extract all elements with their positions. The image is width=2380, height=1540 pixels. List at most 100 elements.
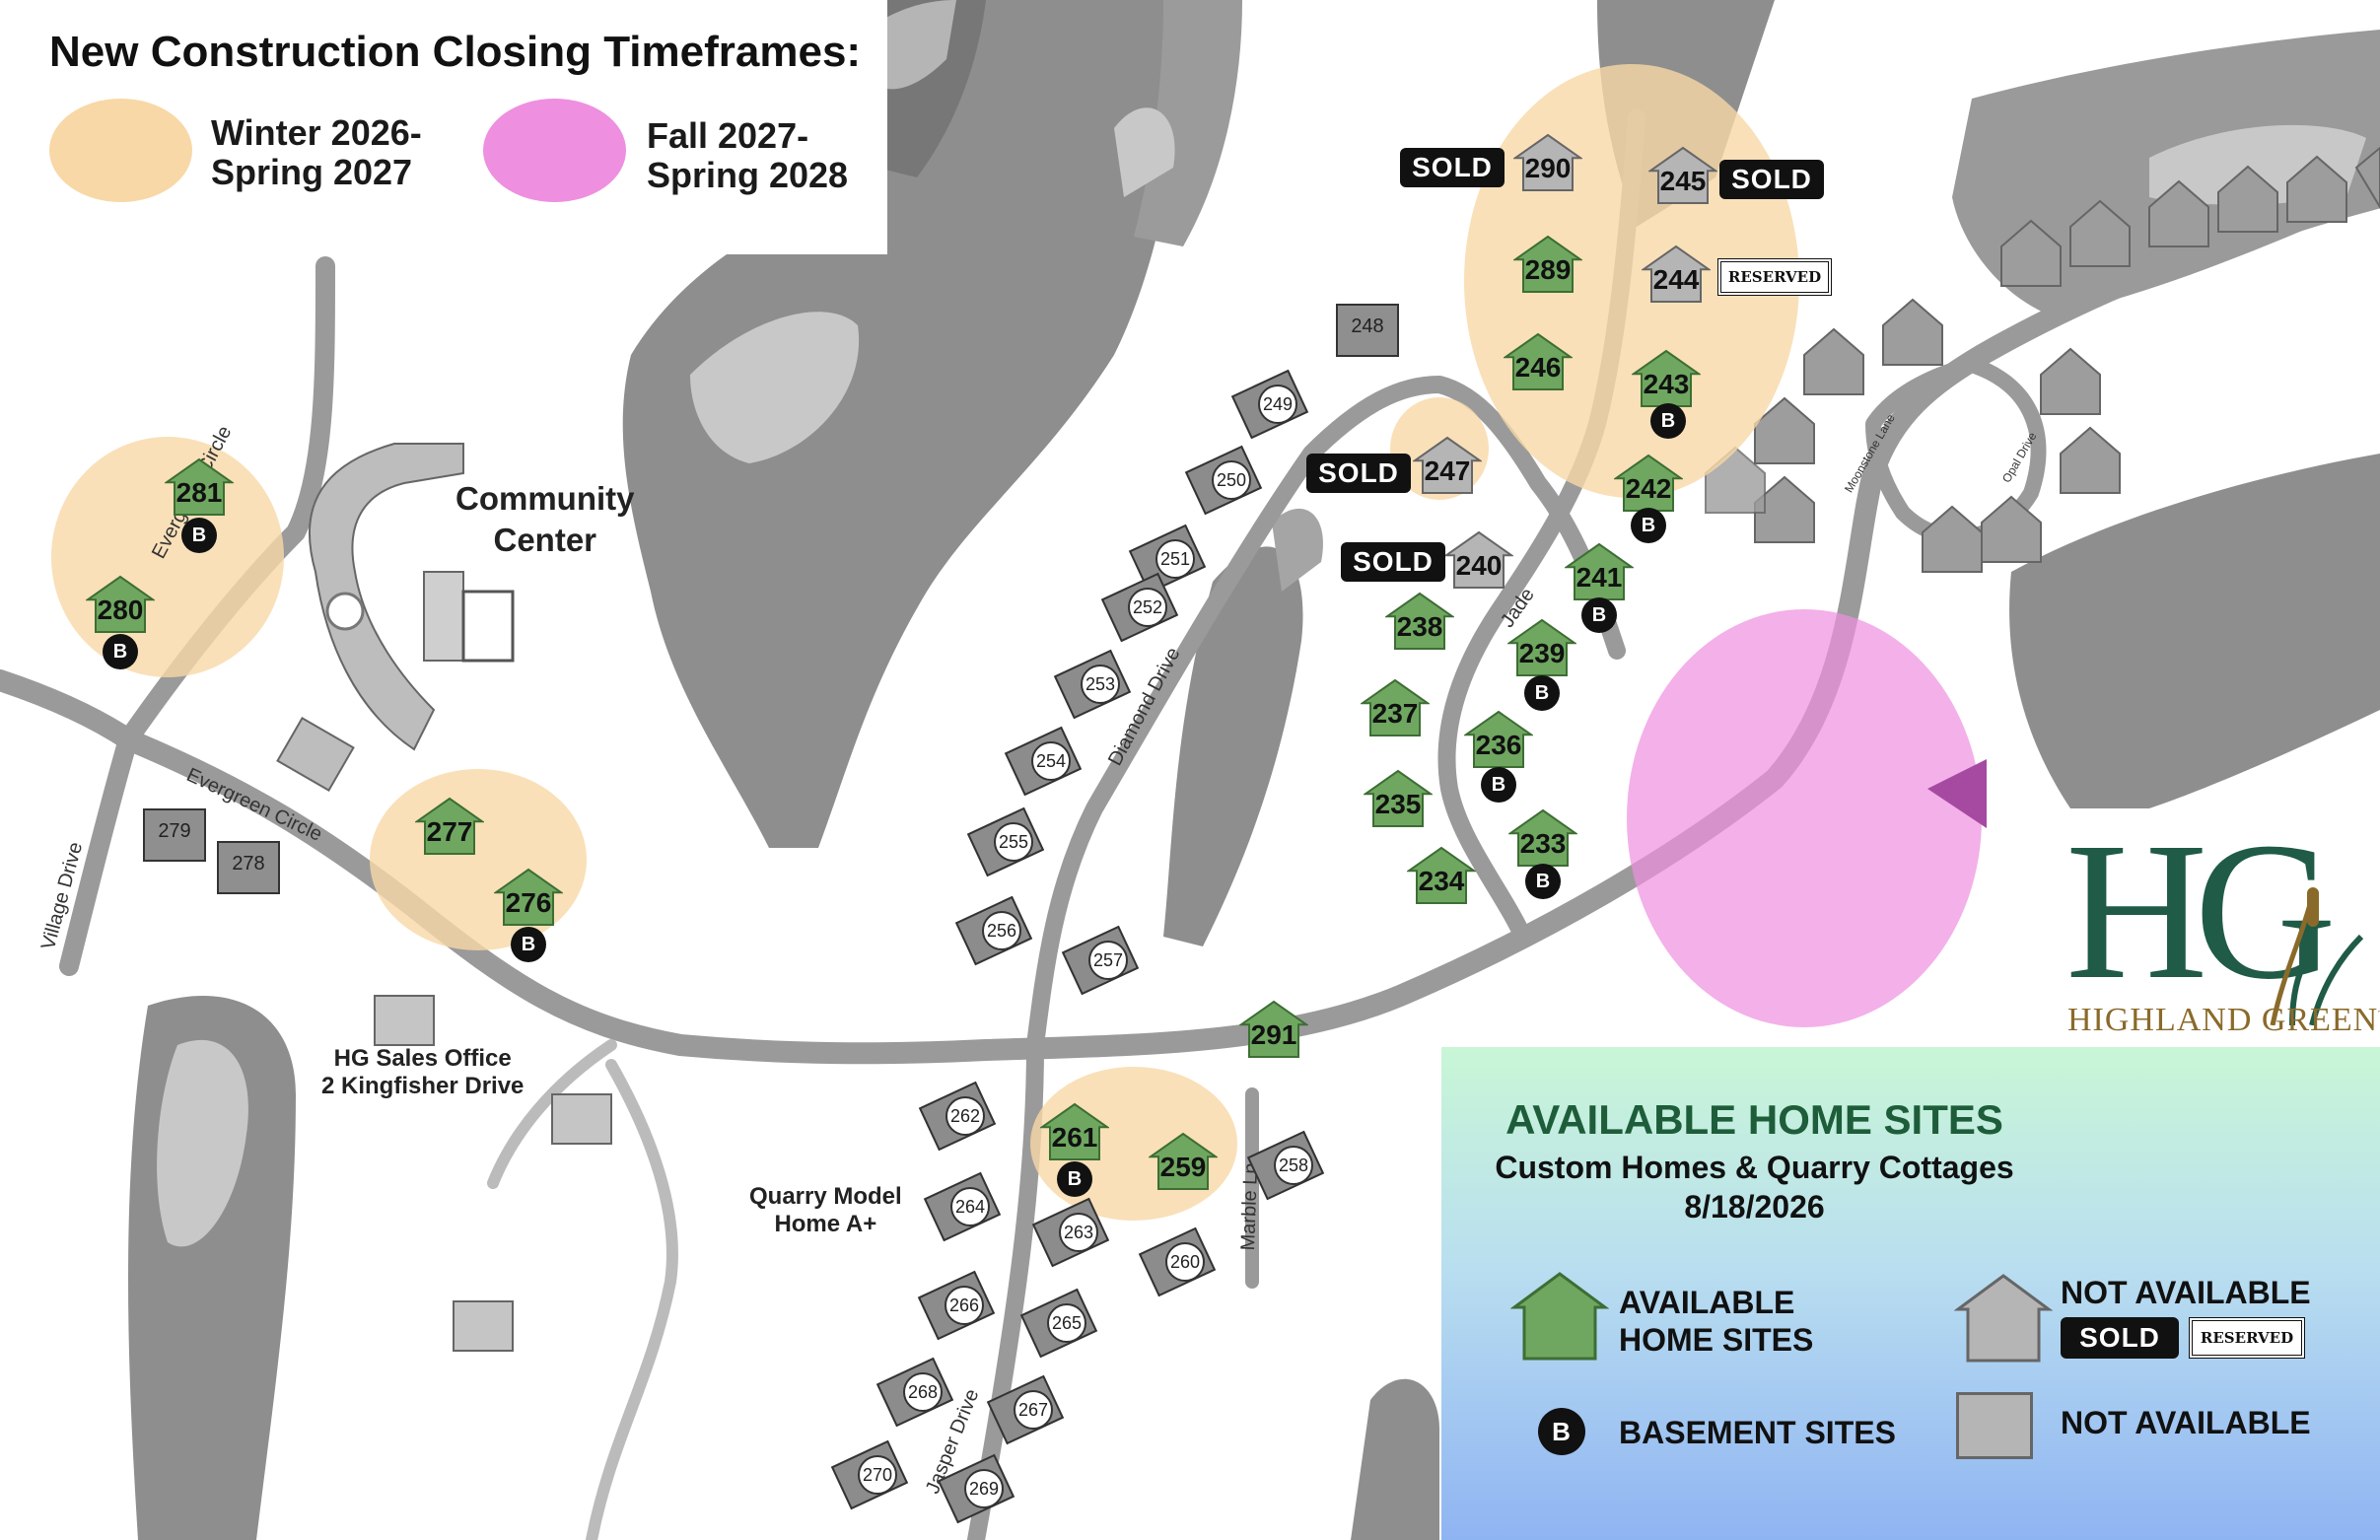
lot-247[interactable]: 247 bbox=[1413, 436, 1482, 495]
available-house-icon bbox=[1513, 235, 1582, 293]
lot-235[interactable]: 235 bbox=[1364, 769, 1433, 828]
lot-250[interactable]: 250 bbox=[1184, 445, 1267, 516]
available-house-icon bbox=[1149, 1132, 1218, 1190]
available-house-icon bbox=[1040, 1102, 1109, 1160]
basement-letter: B bbox=[1641, 515, 1656, 536]
lot-261[interactable]: 261 bbox=[1040, 1102, 1109, 1161]
lot-241[interactable]: 241 bbox=[1565, 542, 1634, 601]
lot-279[interactable]: 279 bbox=[143, 808, 206, 862]
sold-badge-290: SOLD bbox=[1400, 148, 1505, 187]
lot-number-circle: 266 bbox=[945, 1286, 984, 1325]
lot-number: 245 bbox=[1659, 166, 1707, 197]
lot-277[interactable]: 277 bbox=[415, 797, 484, 856]
legend-basement-label: BASEMENT SITES bbox=[1619, 1415, 1896, 1450]
lot-number-circle: 263 bbox=[1059, 1213, 1098, 1252]
lot-248[interactable]: 248 bbox=[1336, 304, 1399, 357]
sold-badge-247: SOLD bbox=[1306, 454, 1411, 493]
lot-239[interactable]: 239 bbox=[1507, 618, 1576, 677]
lot-270[interactable]: 270 bbox=[830, 1439, 913, 1510]
fall-2027-zone bbox=[1627, 609, 1982, 1027]
lot-number: 261 bbox=[1051, 1122, 1098, 1154]
lot-258[interactable]: 258 bbox=[1246, 1130, 1329, 1201]
available-house-icon bbox=[1364, 769, 1433, 827]
lot-number-circle: 256 bbox=[982, 911, 1021, 950]
lot-256[interactable]: 256 bbox=[954, 895, 1037, 966]
lot-number: 259 bbox=[1159, 1152, 1207, 1183]
lot-234[interactable]: 234 bbox=[1407, 846, 1476, 905]
lot-number: 281 bbox=[175, 477, 223, 509]
available-house-icon bbox=[1632, 349, 1701, 407]
sold-text: SOLD bbox=[1318, 457, 1399, 488]
lot-244[interactable]: 244 bbox=[1642, 245, 1711, 304]
lot-number-circle: 255 bbox=[994, 822, 1033, 862]
lot-242[interactable]: 242 bbox=[1614, 454, 1683, 513]
basement-letter: B bbox=[1534, 682, 1550, 704]
lot-280[interactable]: 280 bbox=[86, 575, 155, 634]
lot-290[interactable]: 290 bbox=[1513, 133, 1582, 192]
available-house-icon bbox=[1385, 592, 1454, 650]
lot-number: 235 bbox=[1374, 789, 1422, 820]
lot-257[interactable]: 257 bbox=[1061, 925, 1144, 996]
lot-267[interactable]: 267 bbox=[986, 1374, 1069, 1445]
lot-number-circle: 269 bbox=[964, 1469, 1004, 1508]
lot-266[interactable]: 266 bbox=[917, 1270, 1000, 1341]
lot-243[interactable]: 243 bbox=[1632, 349, 1701, 408]
lot-264[interactable]: 264 bbox=[923, 1171, 1006, 1242]
lot-278[interactable]: 278 bbox=[217, 841, 280, 894]
lot-233[interactable]: 233 bbox=[1508, 808, 1577, 868]
lot-260[interactable]: 260 bbox=[1138, 1226, 1221, 1297]
lot-249[interactable]: 249 bbox=[1230, 369, 1313, 440]
lot-252[interactable]: 252 bbox=[1100, 572, 1183, 643]
lot-265[interactable]: 265 bbox=[1019, 1288, 1102, 1359]
lot-236[interactable]: 236 bbox=[1464, 710, 1533, 769]
basement-badge-280: B bbox=[103, 634, 138, 669]
lot-253[interactable]: 253 bbox=[1053, 649, 1136, 720]
lot-240[interactable]: 240 bbox=[1444, 530, 1513, 590]
lot-262[interactable]: 262 bbox=[918, 1081, 1001, 1152]
lot-number: 240 bbox=[1455, 550, 1503, 582]
basement-badge-276: B bbox=[511, 927, 546, 962]
basement-letter: B bbox=[1660, 410, 1676, 432]
lot-291[interactable]: 291 bbox=[1239, 1000, 1308, 1059]
lot-number: 234 bbox=[1418, 866, 1465, 897]
lot-246[interactable]: 246 bbox=[1504, 332, 1573, 391]
basement-letter: B bbox=[521, 934, 536, 955]
lot-number-circle: 252 bbox=[1128, 588, 1167, 627]
lot-number: 236 bbox=[1475, 730, 1522, 761]
not-available-house-icon bbox=[1648, 146, 1717, 204]
lot-number: 280 bbox=[97, 595, 144, 626]
lot-number-circle: 260 bbox=[1165, 1242, 1205, 1282]
lot-255[interactable]: 255 bbox=[966, 806, 1049, 877]
lot-number-circle: 254 bbox=[1031, 741, 1071, 781]
legend-not-available-label-2: NOT AVAILABLE bbox=[2061, 1405, 2311, 1440]
lot-number: 247 bbox=[1424, 455, 1471, 487]
lot-number: 237 bbox=[1371, 698, 1419, 730]
lot-237[interactable]: 237 bbox=[1361, 678, 1430, 737]
legend-title: New Construction Closing Timeframes: bbox=[49, 28, 862, 76]
available-house-icon bbox=[1565, 542, 1634, 600]
lot-251[interactable]: 251 bbox=[1128, 524, 1211, 595]
lot-263[interactable]: 263 bbox=[1031, 1197, 1114, 1268]
lot-289[interactable]: 289 bbox=[1513, 235, 1582, 294]
reserved-badge-244: RESERVED bbox=[1717, 258, 1832, 296]
model-home-label: Quarry Model Home A+ bbox=[749, 1183, 902, 1237]
lot-245[interactable]: 245 bbox=[1648, 146, 1717, 205]
lot-259[interactable]: 259 bbox=[1149, 1132, 1218, 1191]
sold-text: SOLD bbox=[1731, 164, 1812, 194]
basement-badge-241: B bbox=[1581, 597, 1617, 633]
lot-281[interactable]: 281 bbox=[165, 457, 234, 517]
panel-subtitle: Custom Homes & Quarry Cottages bbox=[1495, 1150, 2014, 1185]
lot-268[interactable]: 268 bbox=[875, 1357, 958, 1428]
lot-238[interactable]: 238 bbox=[1385, 592, 1454, 651]
basement-badge-239: B bbox=[1524, 675, 1560, 711]
sold-text: SOLD bbox=[1353, 546, 1434, 577]
available-house-icon bbox=[1614, 454, 1683, 512]
lot-276[interactable]: 276 bbox=[494, 868, 563, 927]
lot-269[interactable]: 269 bbox=[937, 1453, 1019, 1524]
winter-2026-swatch bbox=[49, 99, 192, 202]
sales-office-label: HG Sales Office 2 Kingfisher Drive bbox=[321, 1045, 525, 1099]
community-center-label: Community Center bbox=[455, 480, 635, 558]
sold-badge-240: SOLD bbox=[1341, 542, 1445, 582]
lot-254[interactable]: 254 bbox=[1004, 726, 1086, 797]
lot-number: 246 bbox=[1514, 352, 1562, 384]
